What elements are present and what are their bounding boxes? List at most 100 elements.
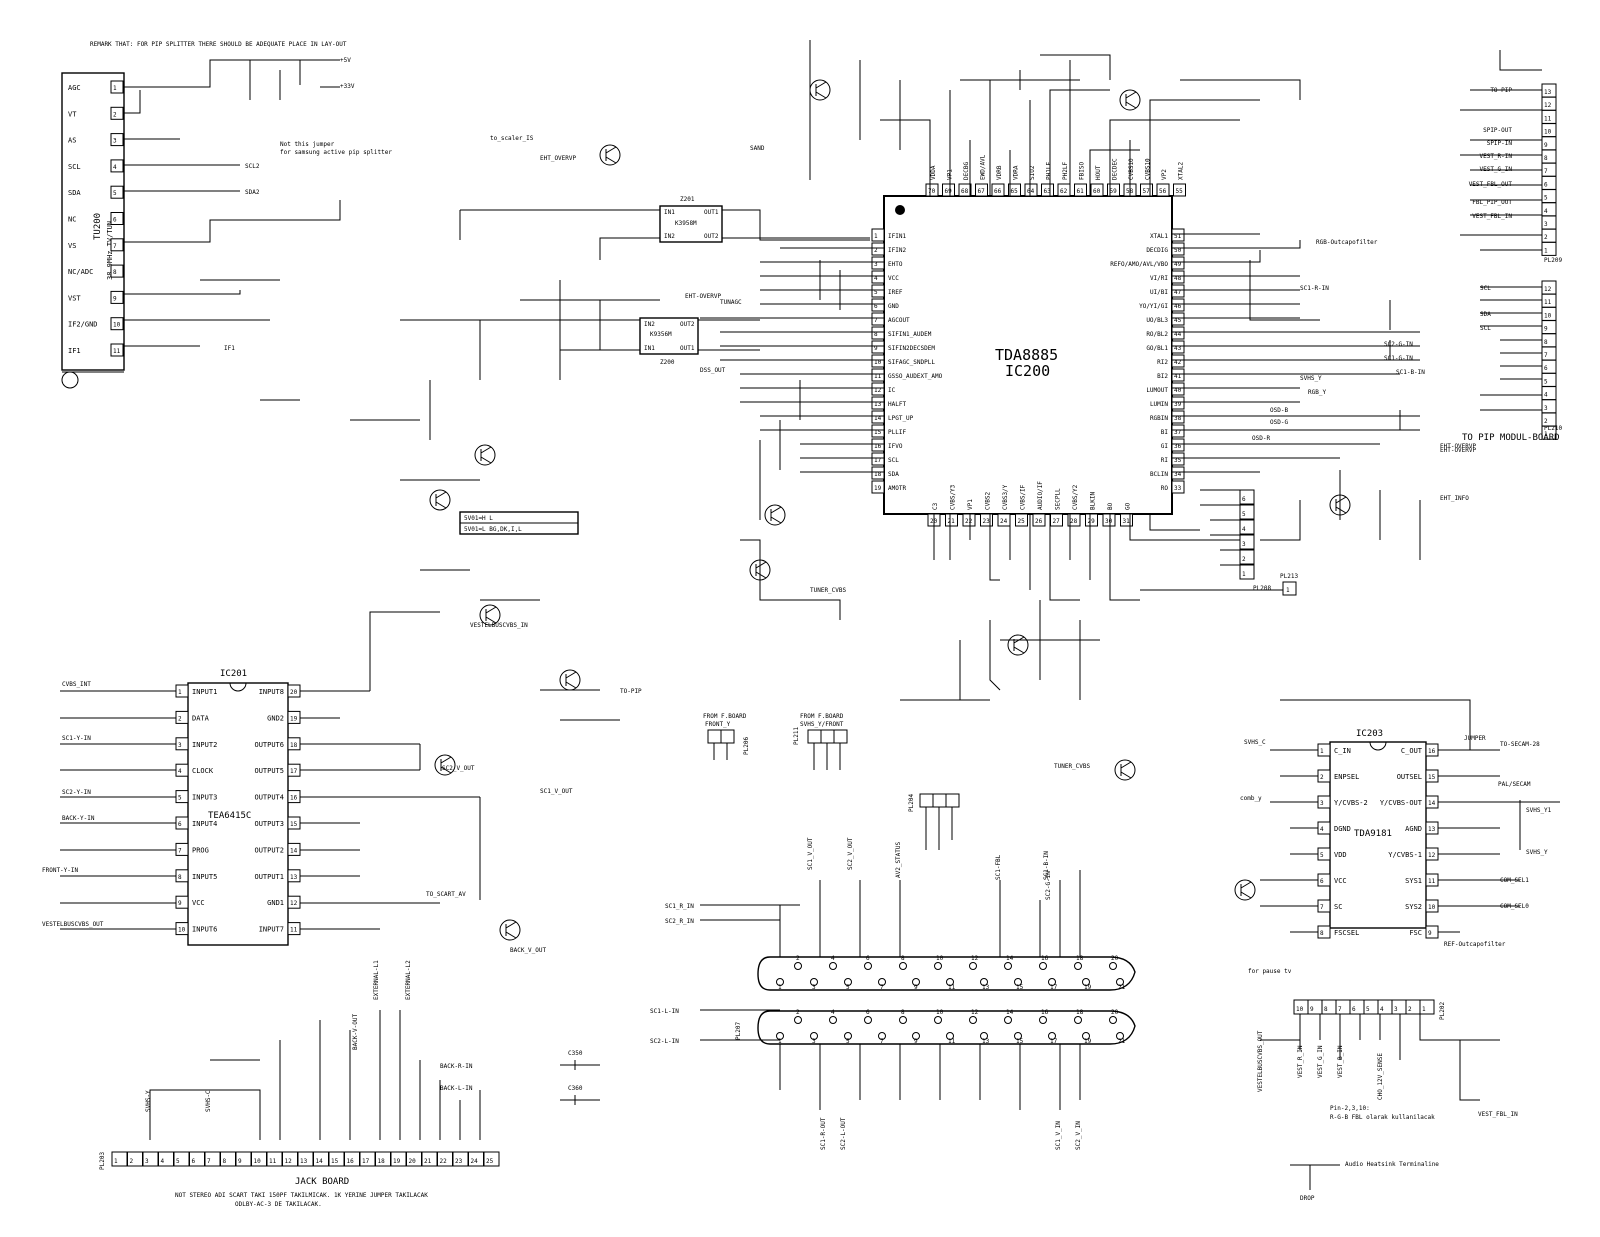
ic203-pin-number: 2 xyxy=(1320,774,1324,781)
ic201-pin-number: 15 xyxy=(290,821,298,828)
ic200-pin-label: IC xyxy=(888,387,896,394)
ic203-ref: IC203 xyxy=(1356,729,1383,739)
front-board-connector-1: FROM F.BOARD FRONT_Y PL206 xyxy=(703,713,750,760)
transistor-symbol xyxy=(1119,89,1141,111)
pl202-pin: 6 xyxy=(1352,1006,1356,1013)
svg-text:Z200: Z200 xyxy=(660,359,675,366)
svg-text:5V01=L BG,DK,I,L: 5V01=L BG,DK,I,L xyxy=(464,526,522,533)
tuner-pin-number: 9 xyxy=(113,295,117,302)
tuner-pin-label: NC/ADC xyxy=(68,268,93,276)
pl210-pin: 7 xyxy=(1544,352,1548,359)
ic201-pin-label: VCC xyxy=(192,899,205,907)
svg-text:PL207: PL207 xyxy=(735,1022,742,1040)
ic200-ref: IC200 xyxy=(1005,362,1050,380)
pl209-pin: 10 xyxy=(1544,129,1552,136)
ic200-pin-label: GI xyxy=(1161,443,1169,450)
ic201-pin-label: OUTPUT1 xyxy=(254,873,284,881)
scart-lower-signal: SC2_V_IN xyxy=(1075,1121,1082,1150)
ic201-signal: SC1_V_OUT xyxy=(540,788,573,795)
ic201-right-pins: 20INPUT819GND218OUTPUT617OUTPUT516OUTPUT… xyxy=(254,684,301,936)
ic201-pin-label: OUTPUT6 xyxy=(254,741,284,749)
tuner-pin-label: VST xyxy=(68,294,81,302)
ic201-pin-label: INPUT7 xyxy=(259,926,284,934)
ic200-pin-label: GSSO_AUDEXT_AMO xyxy=(888,373,943,380)
svg-text:IN1: IN1 xyxy=(644,345,655,352)
misc-signals: to_scaler_IS EHT_OVERVP EHT-OVERVP TUNAG… xyxy=(224,57,847,594)
svg-text:1: 1 xyxy=(1286,587,1290,594)
pl203-pin: 6 xyxy=(192,1158,196,1165)
ic201-pin-number: 5 xyxy=(178,795,182,802)
saw-filter-z201: Z201 K3958M IN1 IN2 OUT1 OUT2 xyxy=(659,196,723,243)
ic200-signal: RGB-Outcapofilter xyxy=(1316,239,1378,246)
scart-pin: 1 xyxy=(778,984,782,991)
pl203-pin: 22 xyxy=(440,1158,448,1165)
ic203-pin-label: Y/CVBS-OUT xyxy=(1380,799,1423,807)
ic200-pin-number: 69 xyxy=(945,188,953,195)
pl202-signal: VEST_FBL_IN xyxy=(1478,1111,1518,1118)
ic200-pin-label: SDA xyxy=(888,471,899,478)
scart-pin: 1 xyxy=(778,1038,782,1045)
tuner-wiring xyxy=(124,59,341,347)
scart-lower-signal: SC1-R-OUT xyxy=(820,1117,827,1150)
ic200-pin-label: EWD/AVL xyxy=(980,154,987,180)
ic201-signal: VESTELBUSCVBS_OUT xyxy=(42,921,104,928)
ic200-pin-label: VI/RI xyxy=(1150,275,1168,282)
ic200-pin-label: VDRB xyxy=(996,165,1003,180)
pl209-pin: 13 xyxy=(1544,89,1552,96)
ic203-pin-number: 16 xyxy=(1428,748,1436,755)
ic200-pin-number: 68 xyxy=(961,188,969,195)
svg-text:FRONT_Y: FRONT_Y xyxy=(705,721,731,728)
ic203-pin-label: SC xyxy=(1334,903,1342,911)
ic200-pin-label: CVBS2 xyxy=(985,492,992,510)
front-board-connector-2: FROM F.BOARD SVHS_Y/FRONT PL211 xyxy=(793,713,848,770)
tuner-pin-number: 3 xyxy=(113,138,117,145)
pl209-pin: 6 xyxy=(1544,181,1548,188)
ic200-pin-number: 28 xyxy=(1070,518,1078,525)
ic200-pin-number: 8 xyxy=(874,331,878,338)
ic203-signal: TO-SECAM-28 xyxy=(1500,741,1540,748)
ic200-pin-number: 34 xyxy=(1174,471,1182,478)
ic200-pin-label: AMOTR xyxy=(888,485,906,492)
ic200-pin-number: 51 xyxy=(1174,233,1182,240)
pl210-pin: 5 xyxy=(1544,378,1548,385)
pip-signal-label: VEST_R-IN xyxy=(1479,153,1512,160)
svg-text:Z201: Z201 xyxy=(680,196,695,203)
ic200-pin-label: CVBS1O xyxy=(1128,158,1135,180)
svg-text:IF1: IF1 xyxy=(224,345,235,352)
pl208-pin: 5 xyxy=(1242,511,1246,518)
tuner-pin-number: 8 xyxy=(113,269,117,276)
saw-filter-z200: Z200 K9356M IN2 IN1 OUT2 OUT1 xyxy=(639,317,699,366)
transistors xyxy=(429,79,1351,941)
transistor-symbol xyxy=(499,919,521,941)
pl210-pin: 4 xyxy=(1544,392,1548,399)
scart-upper-signal: SC2-G-IN xyxy=(1045,871,1052,900)
ic200-pin-number: 9 xyxy=(874,345,878,352)
tuner-pin-label: VT xyxy=(68,110,77,118)
ic201-pin-label: OUTPUT5 xyxy=(254,767,284,775)
ic200-pin-label: SIFIN1_AUDEM xyxy=(888,331,932,338)
svg-text:TUNAGC: TUNAGC xyxy=(720,299,742,306)
ic200-pin-number: 4 xyxy=(874,275,878,282)
jack-signal: SVHS-Y xyxy=(145,1090,152,1112)
scart-lower-signal: SC1-L-IN xyxy=(650,1008,679,1015)
pl202-signal: VESTELBUSCVBS_OUT xyxy=(1257,1030,1264,1092)
ic200-pin-label: UO/BL3 xyxy=(1146,317,1168,324)
ic200-pin-number: 19 xyxy=(874,485,882,492)
ic203-pin-number: 7 xyxy=(1320,904,1324,911)
ic200-pin-number: 47 xyxy=(1174,289,1182,296)
ic203-pin-label: C_OUT xyxy=(1401,747,1423,755)
svg-text:IN2: IN2 xyxy=(664,233,675,240)
pl203-pin: 24 xyxy=(471,1158,479,1165)
ic203-right-pins: 16C_OUT15OUTSEL14Y/CVBS-OUT13AGND12Y/CVB… xyxy=(1380,743,1439,939)
pl203-pin: 2 xyxy=(130,1158,134,1165)
pl203-pin: 4 xyxy=(161,1158,165,1165)
scart-lower-signal: SC2-L-IN xyxy=(650,1038,679,1045)
jack-board-label: JACK BOARD xyxy=(295,1177,349,1187)
ic201-pin-number: 6 xyxy=(178,821,182,828)
pip-right-label: EHT-OVERVP xyxy=(1440,447,1477,454)
ic200-pin-number: 39 xyxy=(1174,401,1182,408)
ic200-pin-number: 42 xyxy=(1174,359,1182,366)
pl209-pin: 4 xyxy=(1544,208,1548,215)
ic200-pin-number: 6 xyxy=(874,303,878,310)
